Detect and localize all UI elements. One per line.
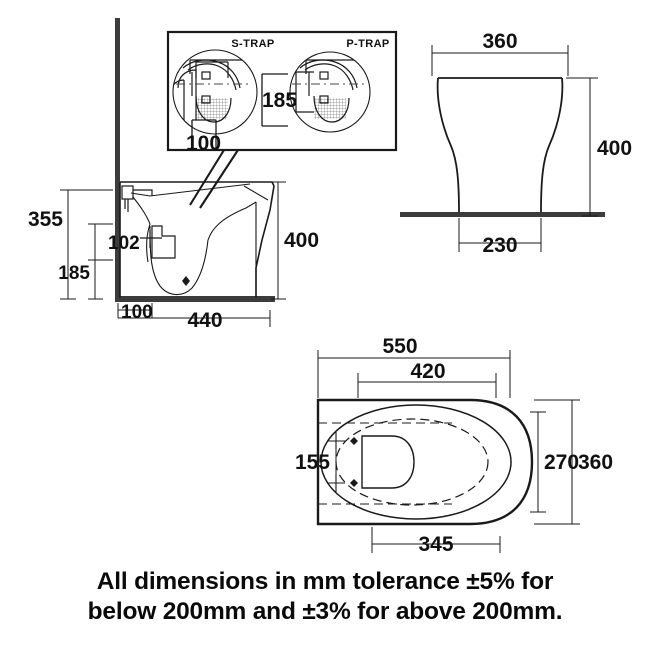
s-trap-water — [196, 98, 228, 120]
dim-plan-550: 550 — [382, 335, 417, 358]
plan-bowl-aperture — [361, 435, 415, 489]
s-trap-detail: S-TRAP — [172, 38, 274, 135]
dim-detail-100: 100 — [186, 132, 221, 155]
plan-seat-inner — [335, 418, 489, 506]
plan-fixing-marker-top — [350, 437, 358, 445]
dim-front-360: 360 — [482, 30, 517, 53]
s-trap-circle — [172, 49, 258, 135]
s-trap-label: S-TRAP — [231, 38, 274, 50]
front-dimension-lines — [431, 45, 598, 252]
floor-line — [115, 296, 275, 302]
pan-inner-side — [130, 183, 269, 296]
bowl-centre-marker — [182, 276, 190, 286]
trap-detail-inset: S-TRAP — [166, 30, 398, 155]
plan-hidden-edges — [318, 422, 452, 505]
dim-detail-185: 185 — [262, 89, 297, 112]
dim-plan-270: 270 — [544, 451, 579, 474]
p-trap-water — [314, 98, 346, 119]
dim-side-400: 400 — [284, 229, 319, 252]
dim-side-355: 355 — [28, 208, 63, 231]
dim-front-230: 230 — [482, 234, 517, 257]
flush-inlet-side — [121, 185, 153, 212]
caption-line-1: All dimensions in mm tolerance ±5% for — [96, 568, 554, 595]
dim-plan-345: 345 — [418, 533, 453, 556]
caption-line-2: below 200mm and ±3% for above 200mm. — [87, 598, 563, 625]
wall-section — [115, 18, 120, 302]
front-elevation-view: 360 400 230 — [400, 30, 632, 257]
tolerance-caption: All dimensions in mm tolerance ±5% for b… — [0, 567, 650, 627]
p-trap-circle — [289, 51, 371, 133]
dim-side-102: 102 — [108, 233, 140, 254]
plan-dimension-lines — [317, 350, 580, 553]
plan-pan-outline — [316, 398, 534, 526]
dim-plan-420: 420 — [410, 360, 445, 383]
front-floor-line — [400, 212, 605, 217]
dim-side-440: 440 — [187, 309, 222, 332]
detail-dim-100-lines — [191, 119, 217, 148]
detail-box-frame — [166, 30, 398, 152]
dim-side-185: 185 — [58, 263, 90, 284]
side-dimension-lines — [60, 181, 286, 327]
detail-leader-lines — [189, 149, 239, 209]
side-elevation-view: 355 102 185 400 100 440 — [28, 18, 319, 332]
plan-fixing-marker-bottom — [350, 479, 358, 487]
dim-front-400: 400 — [597, 137, 632, 160]
outlet-stub-side — [140, 225, 176, 259]
p-trap-label: P-TRAP — [346, 38, 389, 50]
plan-view: 550 420 345 360 270 155 — [295, 335, 613, 556]
dim-side-100: 100 — [121, 302, 153, 323]
plan-fixing-points — [327, 432, 358, 492]
p-trap-detail: P-TRAP — [289, 38, 389, 133]
front-pan-profile — [436, 77, 564, 213]
dim-plan-360: 360 — [578, 451, 613, 474]
plan-seat-outer — [320, 404, 512, 520]
dim-plan-155: 155 — [295, 451, 330, 474]
detail-dim-185-lines — [261, 73, 288, 127]
